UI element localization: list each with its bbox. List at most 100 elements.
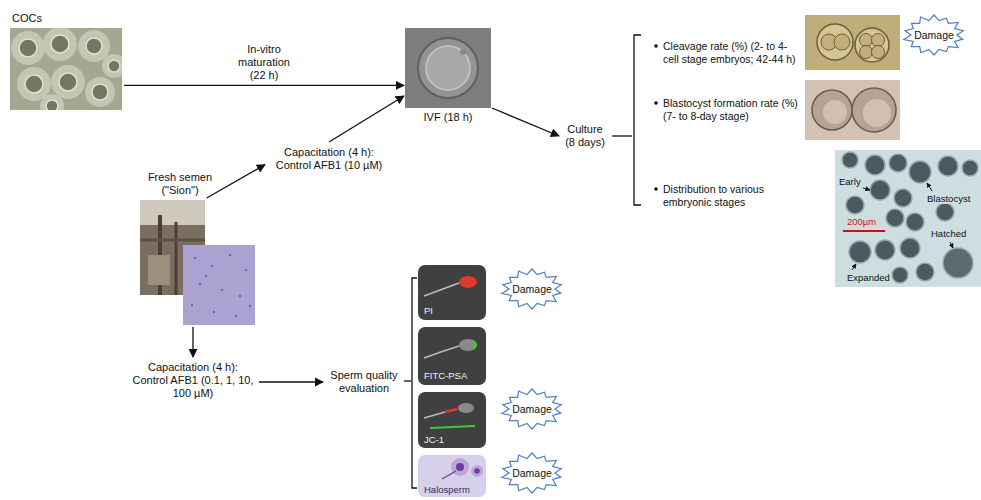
node-label: Damage — [512, 403, 552, 416]
coc-micrograph — [92, 84, 108, 100]
stage-label: Hatched — [930, 228, 967, 239]
embryo-micrograph — [886, 209, 904, 227]
assay-panel: FITC-PSA — [418, 327, 486, 385]
embryo-micrograph — [849, 241, 871, 263]
coc-micrograph — [78, 30, 110, 62]
ivf-micrograph — [460, 49, 466, 55]
fitc-psa-panel — [459, 339, 477, 351]
cleavage-image — [834, 34, 850, 50]
embryo-micrograph — [842, 152, 978, 283]
semen-micrograph — [249, 305, 251, 307]
embryo-micrograph — [846, 196, 864, 214]
semen-micrograph — [239, 295, 241, 297]
coc-micrograph — [46, 100, 58, 110]
jc-1-panel — [424, 412, 445, 418]
node-label: JC-1 — [424, 434, 444, 445]
coc-micrograph — [59, 73, 77, 91]
embryo-micrograph — [892, 267, 908, 283]
embryo-micrograph — [906, 213, 924, 231]
node-label: Halosperm — [424, 484, 470, 495]
coc-micrograph — [51, 65, 85, 99]
embryo-micrograph — [894, 189, 912, 207]
coc-micrograph — [102, 54, 122, 78]
leader-arrows — [852, 264, 856, 270]
label-slot: PI — [424, 305, 433, 316]
semen-photo — [140, 200, 205, 225]
coc-micrograph — [108, 60, 120, 72]
coc-micrograph — [11, 28, 122, 110]
semen-micrograph — [205, 275, 207, 277]
coc-micrograph — [43, 28, 77, 61]
flow-arrow — [192, 327, 193, 357]
burst-outline — [904, 15, 964, 55]
semen-micrograph — [213, 311, 215, 313]
halosperm-panel — [471, 465, 483, 477]
bullet-dot — [654, 101, 658, 105]
label-slot: Blastocyst formation rate (%) (7- to 8-d… — [663, 97, 801, 123]
semen-micrograph — [235, 315, 237, 317]
label-slot: Hatched — [930, 228, 967, 239]
label-slot: 200µm — [846, 216, 877, 227]
bullet-dot — [654, 44, 658, 48]
blastocyst-image — [805, 80, 900, 140]
embryo-micrograph — [835, 150, 981, 287]
burst-outline — [502, 269, 562, 309]
jc-1-panel — [418, 392, 486, 448]
semen-micrograph — [191, 304, 193, 306]
coc-micrograph — [51, 35, 69, 53]
semen-photo — [148, 255, 170, 285]
cleavage-image — [855, 28, 889, 62]
stage-label: 200µm — [846, 216, 877, 227]
label-slot: In-vitro maturation (22 h) — [231, 43, 297, 82]
embryo-micrograph — [843, 230, 885, 232]
text-node: Capacitation (4 h): Control AFB1 (0.1, 1… — [130, 360, 256, 401]
embryo-micrograph — [865, 155, 885, 175]
coc-micrograph — [85, 77, 115, 107]
leader-arrows — [927, 183, 932, 191]
embryo-micrograph — [909, 161, 931, 183]
halosperm-panel — [474, 468, 480, 474]
ivf-micrograph — [405, 28, 491, 108]
embryo-micrograph — [943, 248, 973, 278]
flow-arrow — [207, 165, 265, 198]
halosperm-panel — [418, 455, 486, 497]
bracket — [404, 380, 411, 381]
fitc-psa-panel — [468, 339, 477, 351]
label-slot: COCs — [12, 12, 42, 25]
node-label: FITC-PSA — [424, 370, 467, 381]
cleavage-image — [805, 15, 900, 70]
assay-panel: JC-1 — [418, 392, 486, 448]
damage-burst: Damage — [500, 268, 564, 310]
ivf-micrograph — [405, 28, 491, 108]
bracket — [612, 135, 632, 136]
label-slot: Blastocyst — [926, 193, 971, 204]
cleavage-image — [860, 46, 873, 59]
semen-micrograph — [191, 254, 251, 317]
label-slot: IVF (18 h) — [424, 111, 473, 124]
coc-micrograph — [25, 75, 43, 93]
jc-1-panel — [418, 392, 486, 448]
jc-1-panel — [430, 426, 475, 428]
leader-arrows — [863, 188, 870, 190]
semen-micrograph — [194, 257, 196, 259]
stage-label: Expanded — [846, 272, 891, 283]
label-slot: Fresh semen ("Sion") — [144, 171, 216, 197]
embryo-micrograph — [875, 240, 895, 260]
coc-micrograph — [40, 94, 64, 110]
label-slot: Cleavage rate (%) (2- to 4-cell stage em… — [663, 40, 801, 66]
ivf-micrograph — [426, 46, 470, 90]
jc-1-panel — [458, 403, 474, 413]
label-slot: Distribution to various embryonic stages — [663, 183, 793, 209]
image-node: Fresh semen ("Sion") — [140, 200, 255, 325]
halosperm-panel — [451, 458, 469, 476]
semen-micrograph — [221, 289, 223, 291]
flow-arrow — [492, 108, 559, 136]
text-node: Culture (8 days) — [562, 122, 608, 150]
semen-micrograph — [211, 265, 213, 267]
semen-photo — [175, 222, 178, 295]
text-node: Capacitation (4 h): Control AFB1 (10 µM) — [268, 145, 390, 173]
embryo-micrograph — [916, 263, 934, 281]
flow-arrow — [329, 96, 404, 142]
cleavage-image — [860, 34, 873, 47]
